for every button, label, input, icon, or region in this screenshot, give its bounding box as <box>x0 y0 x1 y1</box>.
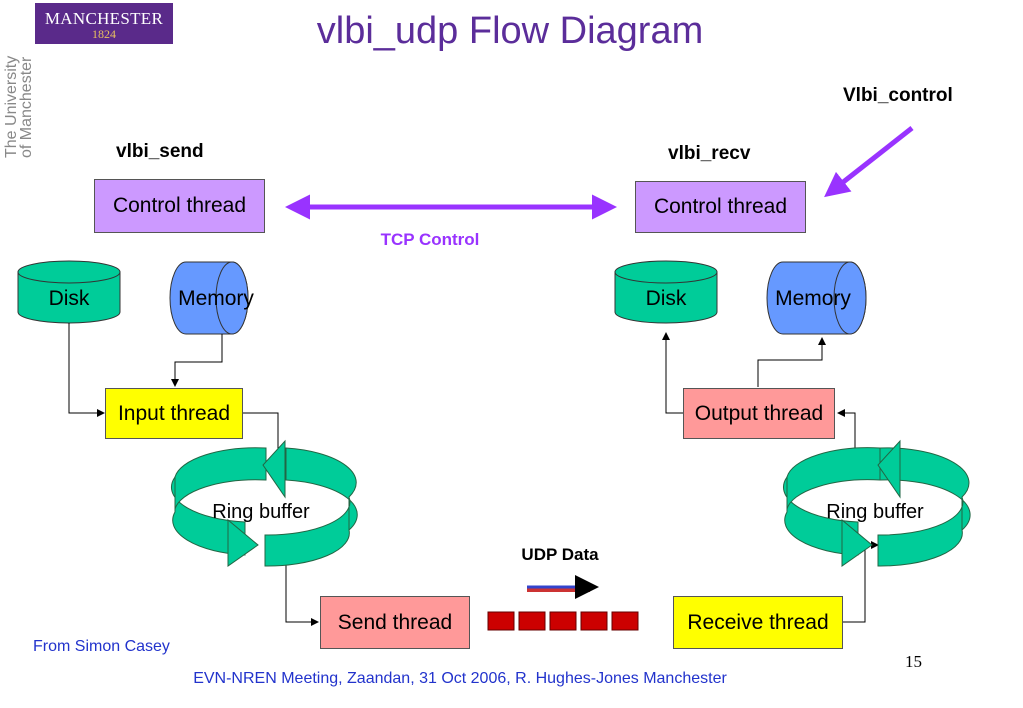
send-memory-label: Memory <box>178 287 254 310</box>
output-thread-box: Output thread <box>683 388 835 439</box>
page-title: vlbi_udp Flow Diagram <box>316 10 704 52</box>
logo-year: 1824 <box>92 27 116 41</box>
send-disk-label: Disk <box>48 287 90 310</box>
vlbi-control-label: Vlbi_control <box>843 85 953 106</box>
vlbi-control-arrow <box>824 126 914 198</box>
credit-text: From Simon Casey <box>33 638 170 655</box>
recv-ring-buffer-label: Ring buffer <box>826 501 924 523</box>
send-ring-buffer-label: Ring buffer <box>212 501 310 523</box>
disk-to-input-connector <box>68 323 105 417</box>
udp-packet <box>580 611 608 631</box>
udp-packet <box>611 611 639 631</box>
tcp-control-label: TCP Control <box>380 230 480 249</box>
side-text-line1: The University <box>3 56 20 158</box>
vlbi-recv-heading: vlbi_recv <box>668 143 751 164</box>
logo-name: MANCHESTER <box>44 9 164 28</box>
udp-data-label: UDP Data <box>521 545 599 564</box>
vlbi-send-heading: vlbi_send <box>116 141 204 162</box>
output-to-disk-connector <box>662 332 684 414</box>
receive-thread-box: Receive thread <box>673 596 843 649</box>
university-side-wordmark: The University of Manchester <box>3 56 35 158</box>
footer-text: EVN-NREN Meeting, Zaandan, 31 Oct 2006, … <box>193 670 727 687</box>
output-to-memory-connector <box>757 337 826 387</box>
udp-packet <box>549 611 577 631</box>
university-logo: MANCHESTER 1824 <box>35 3 173 44</box>
send-ring-buffer <box>170 439 358 567</box>
recv-disk-cylinder <box>614 260 718 324</box>
udp-packet <box>518 611 546 631</box>
recv-ring-buffer <box>783 439 971 567</box>
udp-packets <box>487 611 639 631</box>
side-text-line2: of Manchester <box>18 56 35 158</box>
recv-disk-label: Disk <box>645 287 687 310</box>
send-thread-box: Send thread <box>320 596 470 649</box>
input-thread-box: Input thread <box>105 388 243 439</box>
memory-to-input-connector <box>171 334 223 387</box>
send-control-thread-box: Control thread <box>94 179 265 233</box>
recv-memory-cylinder <box>766 261 867 335</box>
page-number: 15 <box>905 652 922 671</box>
send-memory-cylinder <box>169 261 249 335</box>
udp-packet <box>487 611 515 631</box>
recv-memory-label: Memory <box>775 287 851 310</box>
ring-to-send-connector <box>285 556 319 626</box>
send-disk-cylinder <box>17 260 121 324</box>
recv-control-thread-box: Control thread <box>635 181 806 233</box>
